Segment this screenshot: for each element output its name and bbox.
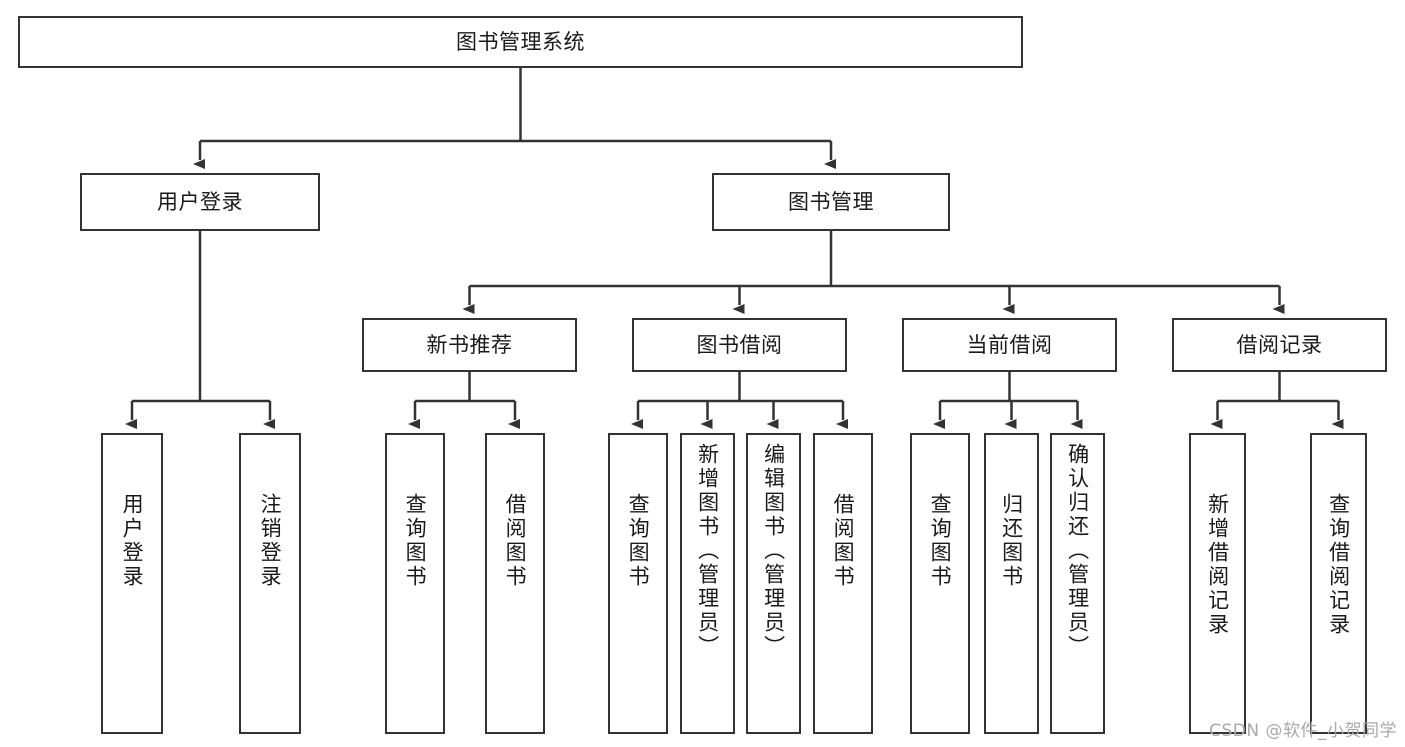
connector-trunk bbox=[940, 372, 1078, 403]
node-label: 图书管理系统 bbox=[456, 29, 585, 54]
node-label: 图书借阅 bbox=[696, 332, 783, 357]
node-leaf-add-book[interactable]: 新增图书（管理员） bbox=[680, 433, 735, 734]
node-label: 新书推荐 bbox=[426, 332, 513, 357]
connector-trunk bbox=[200, 68, 831, 143]
node-user-login[interactable]: 用户登录 bbox=[80, 173, 320, 231]
node-label: 用户登录 bbox=[120, 493, 145, 589]
node-borrow-record[interactable]: 借阅记录 bbox=[1172, 318, 1387, 372]
node-book-borrow[interactable]: 图书借阅 bbox=[632, 318, 847, 372]
node-leaf-add-record[interactable]: 新增借阅记录 bbox=[1189, 433, 1246, 734]
node-leaf-query-book-2[interactable]: 查询图书 bbox=[608, 433, 668, 734]
node-label: 用户登录 bbox=[157, 189, 243, 214]
node-leaf-user-logout[interactable]: 注销登录 bbox=[239, 433, 301, 734]
node-label: 当前借阅 bbox=[966, 332, 1053, 357]
node-label: 借阅记录 bbox=[1236, 332, 1323, 357]
node-label: 借阅图书 bbox=[831, 493, 856, 589]
node-label: 新增借阅记录 bbox=[1205, 493, 1230, 637]
node-new-book-rec[interactable]: 新书推荐 bbox=[362, 318, 577, 372]
node-label: 归还图书 bbox=[999, 493, 1024, 589]
node-label: 编辑图书（管理员） bbox=[761, 443, 786, 659]
node-label: 图书管理 bbox=[788, 189, 874, 214]
node-label: 查询借阅记录 bbox=[1326, 493, 1351, 637]
node-leaf-return-book[interactable]: 归还图书 bbox=[984, 433, 1039, 734]
node-label: 新增图书（管理员） bbox=[695, 443, 720, 659]
node-label: 查询图书 bbox=[403, 493, 428, 589]
connector-trunk bbox=[638, 372, 843, 403]
node-label: 查询图书 bbox=[626, 493, 651, 589]
node-leaf-query-book-3[interactable]: 查询图书 bbox=[910, 433, 970, 734]
watermark-label: CSDN @软件_小贺同学 bbox=[1209, 721, 1397, 741]
node-current-borrow[interactable]: 当前借阅 bbox=[902, 318, 1117, 372]
node-label: 借阅图书 bbox=[503, 493, 528, 589]
node-leaf-confirm-return[interactable]: 确认归还（管理员） bbox=[1050, 433, 1105, 734]
node-leaf-borrow-book-2[interactable]: 借阅图书 bbox=[813, 433, 873, 734]
node-leaf-borrow-book-1[interactable]: 借阅图书 bbox=[485, 433, 545, 734]
node-label: 确认归还（管理员） bbox=[1065, 443, 1090, 659]
connector-trunk bbox=[469, 231, 1280, 288]
node-leaf-query-record[interactable]: 查询借阅记录 bbox=[1310, 433, 1367, 734]
node-label: 注销登录 bbox=[258, 493, 283, 589]
node-leaf-query-book-1[interactable]: 查询图书 bbox=[385, 433, 445, 734]
node-label: 查询图书 bbox=[928, 493, 953, 589]
node-root[interactable]: 图书管理系统 bbox=[18, 16, 1023, 68]
connector-trunk bbox=[132, 231, 270, 403]
node-leaf-user-login[interactable]: 用户登录 bbox=[101, 433, 163, 734]
node-leaf-edit-book[interactable]: 编辑图书（管理员） bbox=[746, 433, 801, 734]
connector-trunk bbox=[415, 372, 515, 403]
connector-trunk bbox=[1217, 372, 1339, 403]
node-book-manage[interactable]: 图书管理 bbox=[712, 173, 950, 231]
